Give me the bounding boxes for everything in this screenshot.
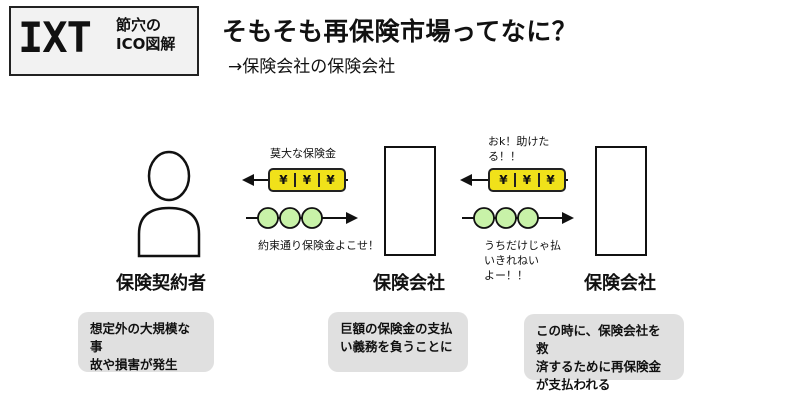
green-bead [279, 207, 301, 229]
page-subtitle: →保険会社の保険会社 [228, 57, 396, 77]
request-arrow-right [462, 207, 574, 229]
actor-label-reinsurer: 保険会社 [584, 273, 656, 294]
actor-label-insurer: 保険会社 [373, 273, 445, 294]
green-bead [301, 207, 323, 229]
coin-bar-right: ¥ ¥ ¥ [488, 168, 566, 192]
green-bead [473, 207, 495, 229]
yen-coin: ¥ [279, 173, 288, 187]
reinsurer-box [595, 146, 647, 256]
logo-box [9, 6, 199, 76]
actor-label-policyholder: 保険契約者 [116, 273, 206, 294]
bubble-accident: 想定外の大規模な事 故や損害が発生 [78, 312, 214, 372]
flow-label-help: おk！助けた る！！ [488, 135, 550, 163]
flow-label-huge-payout: 莫大な保険金 [270, 147, 336, 160]
person-icon [137, 150, 201, 258]
flow-label-claim: 約束通り保険金よこせ！ [258, 239, 379, 252]
yen-coin: ¥ [326, 173, 335, 187]
yen-coin: ¥ [499, 173, 508, 187]
insurer-box [384, 146, 436, 256]
green-bead [517, 207, 539, 229]
yen-coin: ¥ [546, 173, 555, 187]
coin-bar-left: ¥ ¥ ¥ [268, 168, 346, 192]
claim-arrow-right [246, 207, 358, 229]
logo-subtext: 節穴の ICO図解 [116, 16, 176, 53]
page-title: そもそも再保険市場ってなに？ [222, 17, 578, 46]
yen-coin: ¥ [302, 173, 312, 187]
logo-text: IXT [18, 13, 92, 62]
yen-coin: ¥ [522, 173, 532, 187]
green-bead [257, 207, 279, 229]
flow-label-cant-pay: うちだけじゃ払 いきれねい よー！！ [484, 239, 561, 282]
bubble-payout-obligation: 巨額の保険金の支払 い義務を負うことに [328, 312, 468, 372]
green-bead [495, 207, 517, 229]
bubble-reinsurance: この時に、保険会社を救 済するために再保険金 が支払われる [524, 314, 684, 392]
